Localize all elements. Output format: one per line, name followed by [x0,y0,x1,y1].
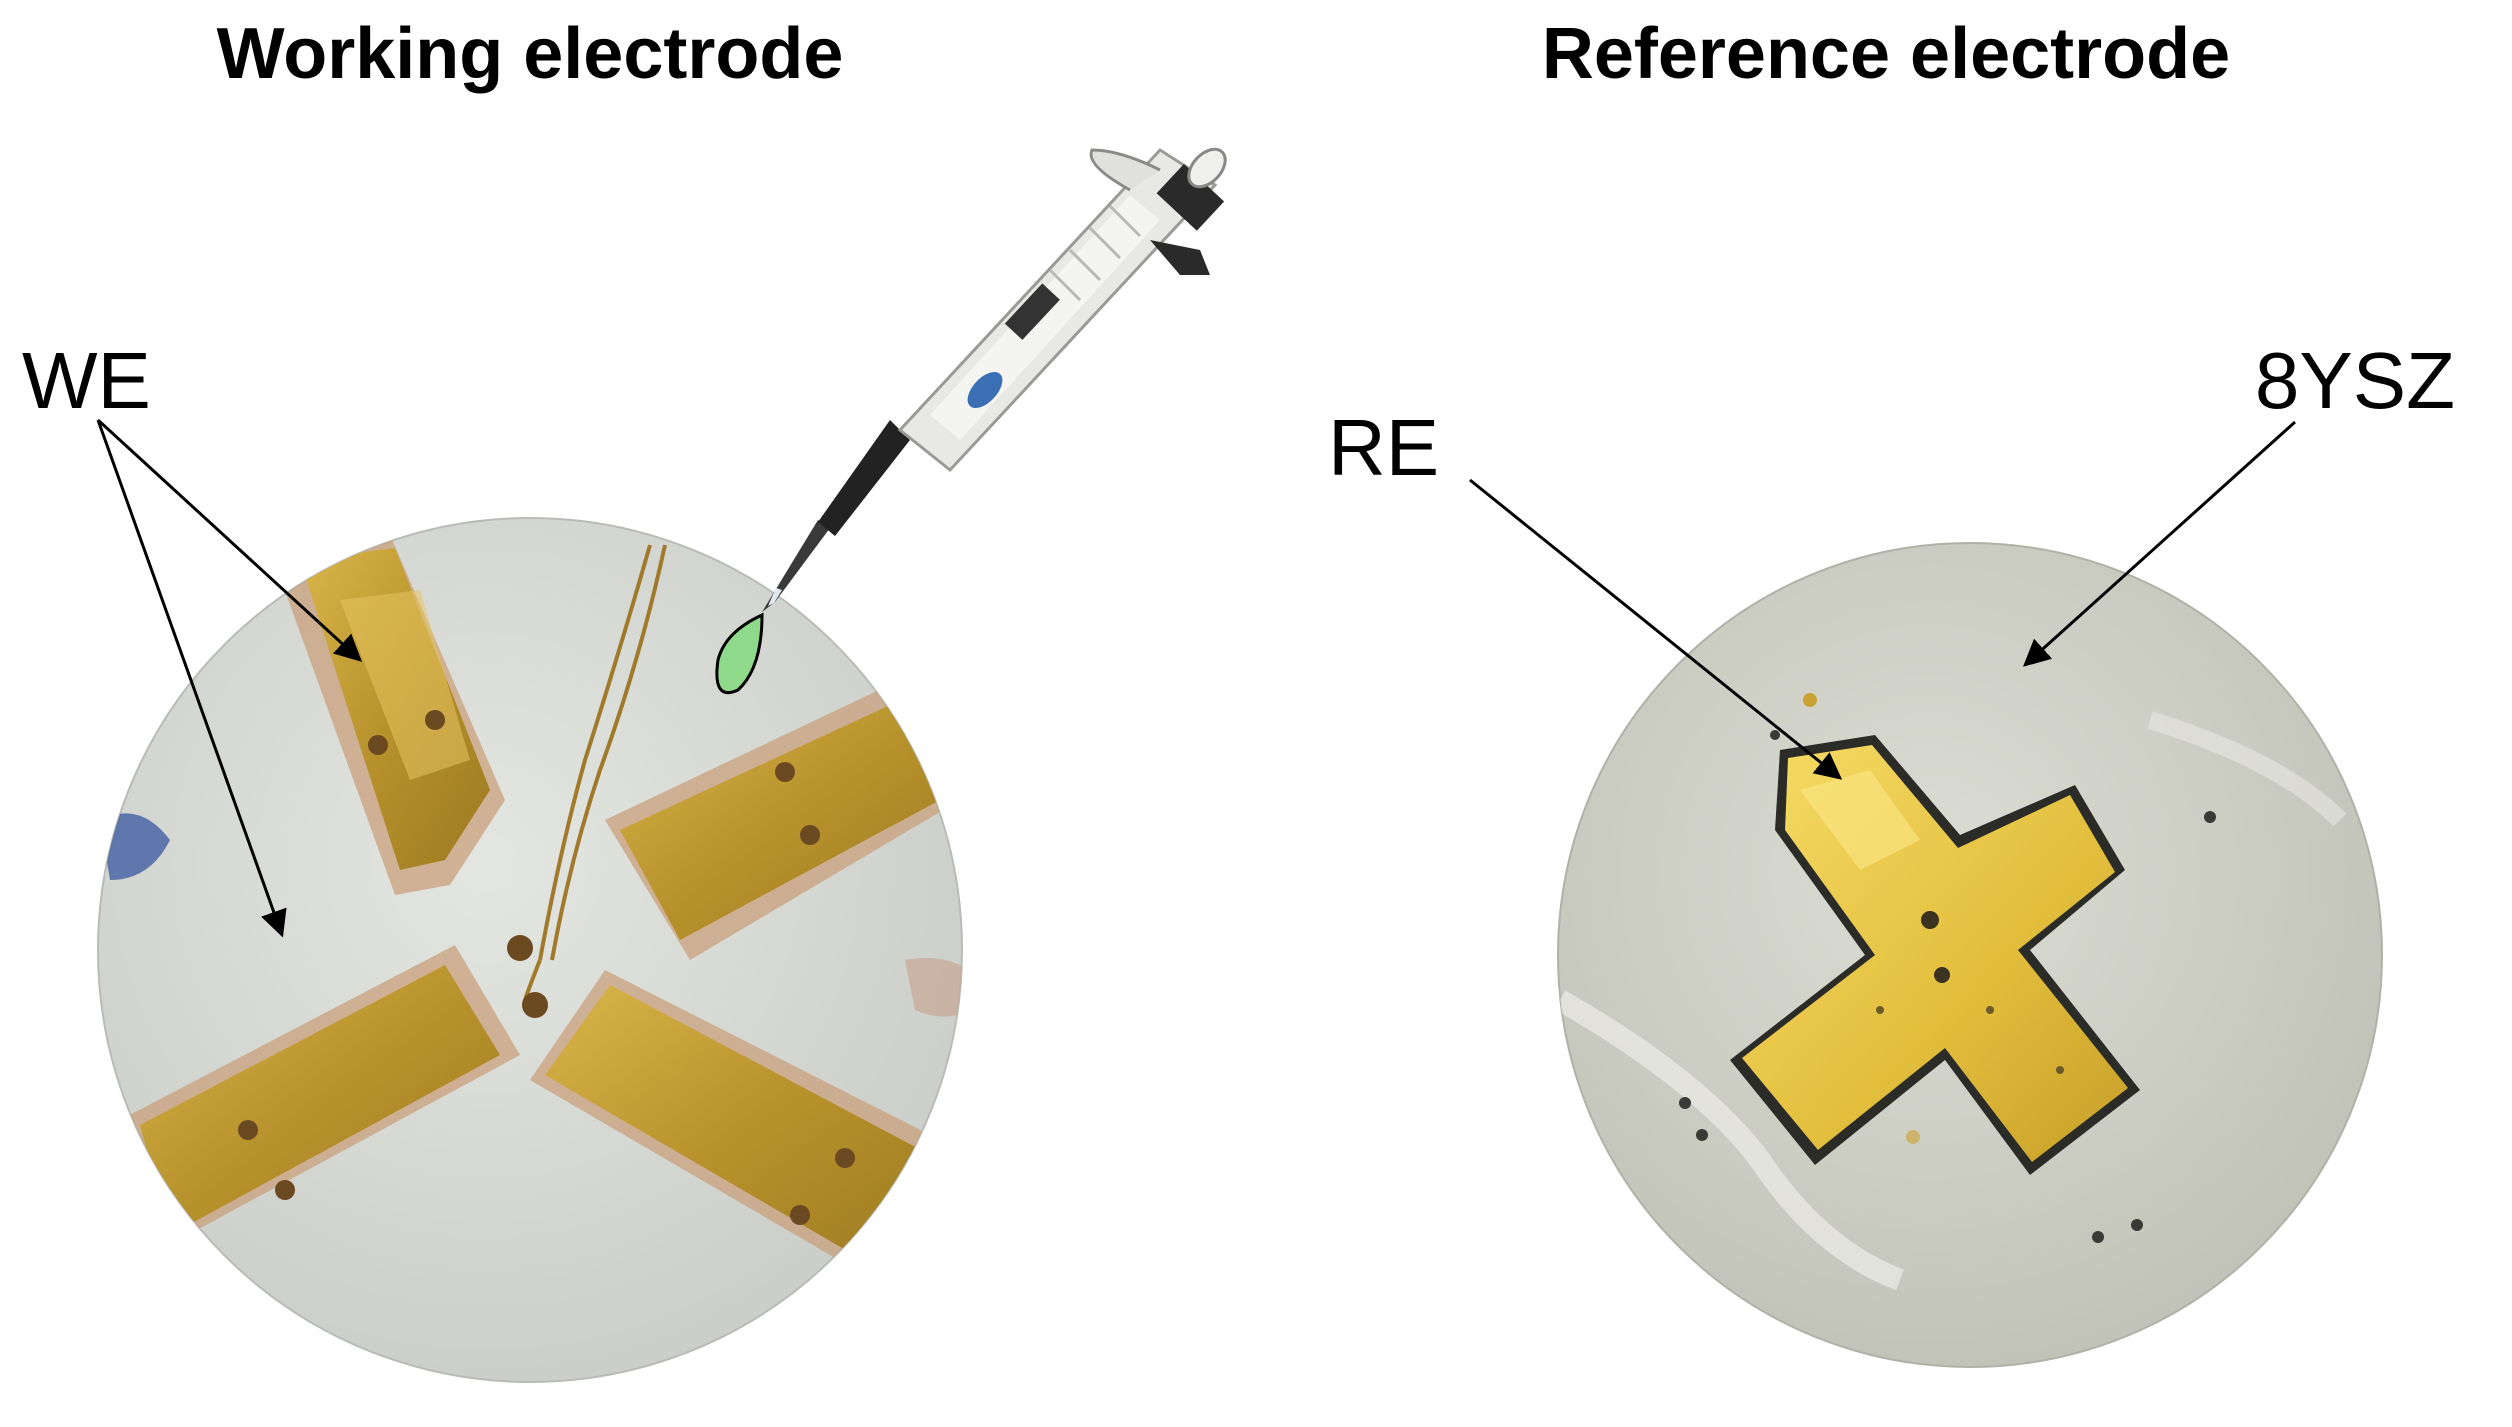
we-strip-right [605,680,960,960]
we-label: WE [22,336,151,425]
we-arrow-upper [96,418,362,662]
re-label: RE [1328,403,1439,492]
re-arrow [1469,478,1843,780]
we-arrow-lower [96,419,287,938]
8ysz-arrow [2022,420,2297,667]
re-cross [1730,735,2140,1175]
pipette-icon [762,147,1227,612]
8ysz-label: 8YSZ [2255,336,2455,425]
reference-electrode-disk [1557,542,2383,1368]
we-strip-bottom-right [530,970,960,1290]
reference-electrode-title: Reference electrode [1542,14,2230,94]
we-strip-bottom-left [120,945,520,1250]
substrate-marks [1679,693,2216,1243]
working-electrode-disk [97,517,963,1383]
we-strip-top [272,535,505,895]
droplet-icon [715,612,764,695]
working-electrode-title: Working electrode [217,14,844,94]
